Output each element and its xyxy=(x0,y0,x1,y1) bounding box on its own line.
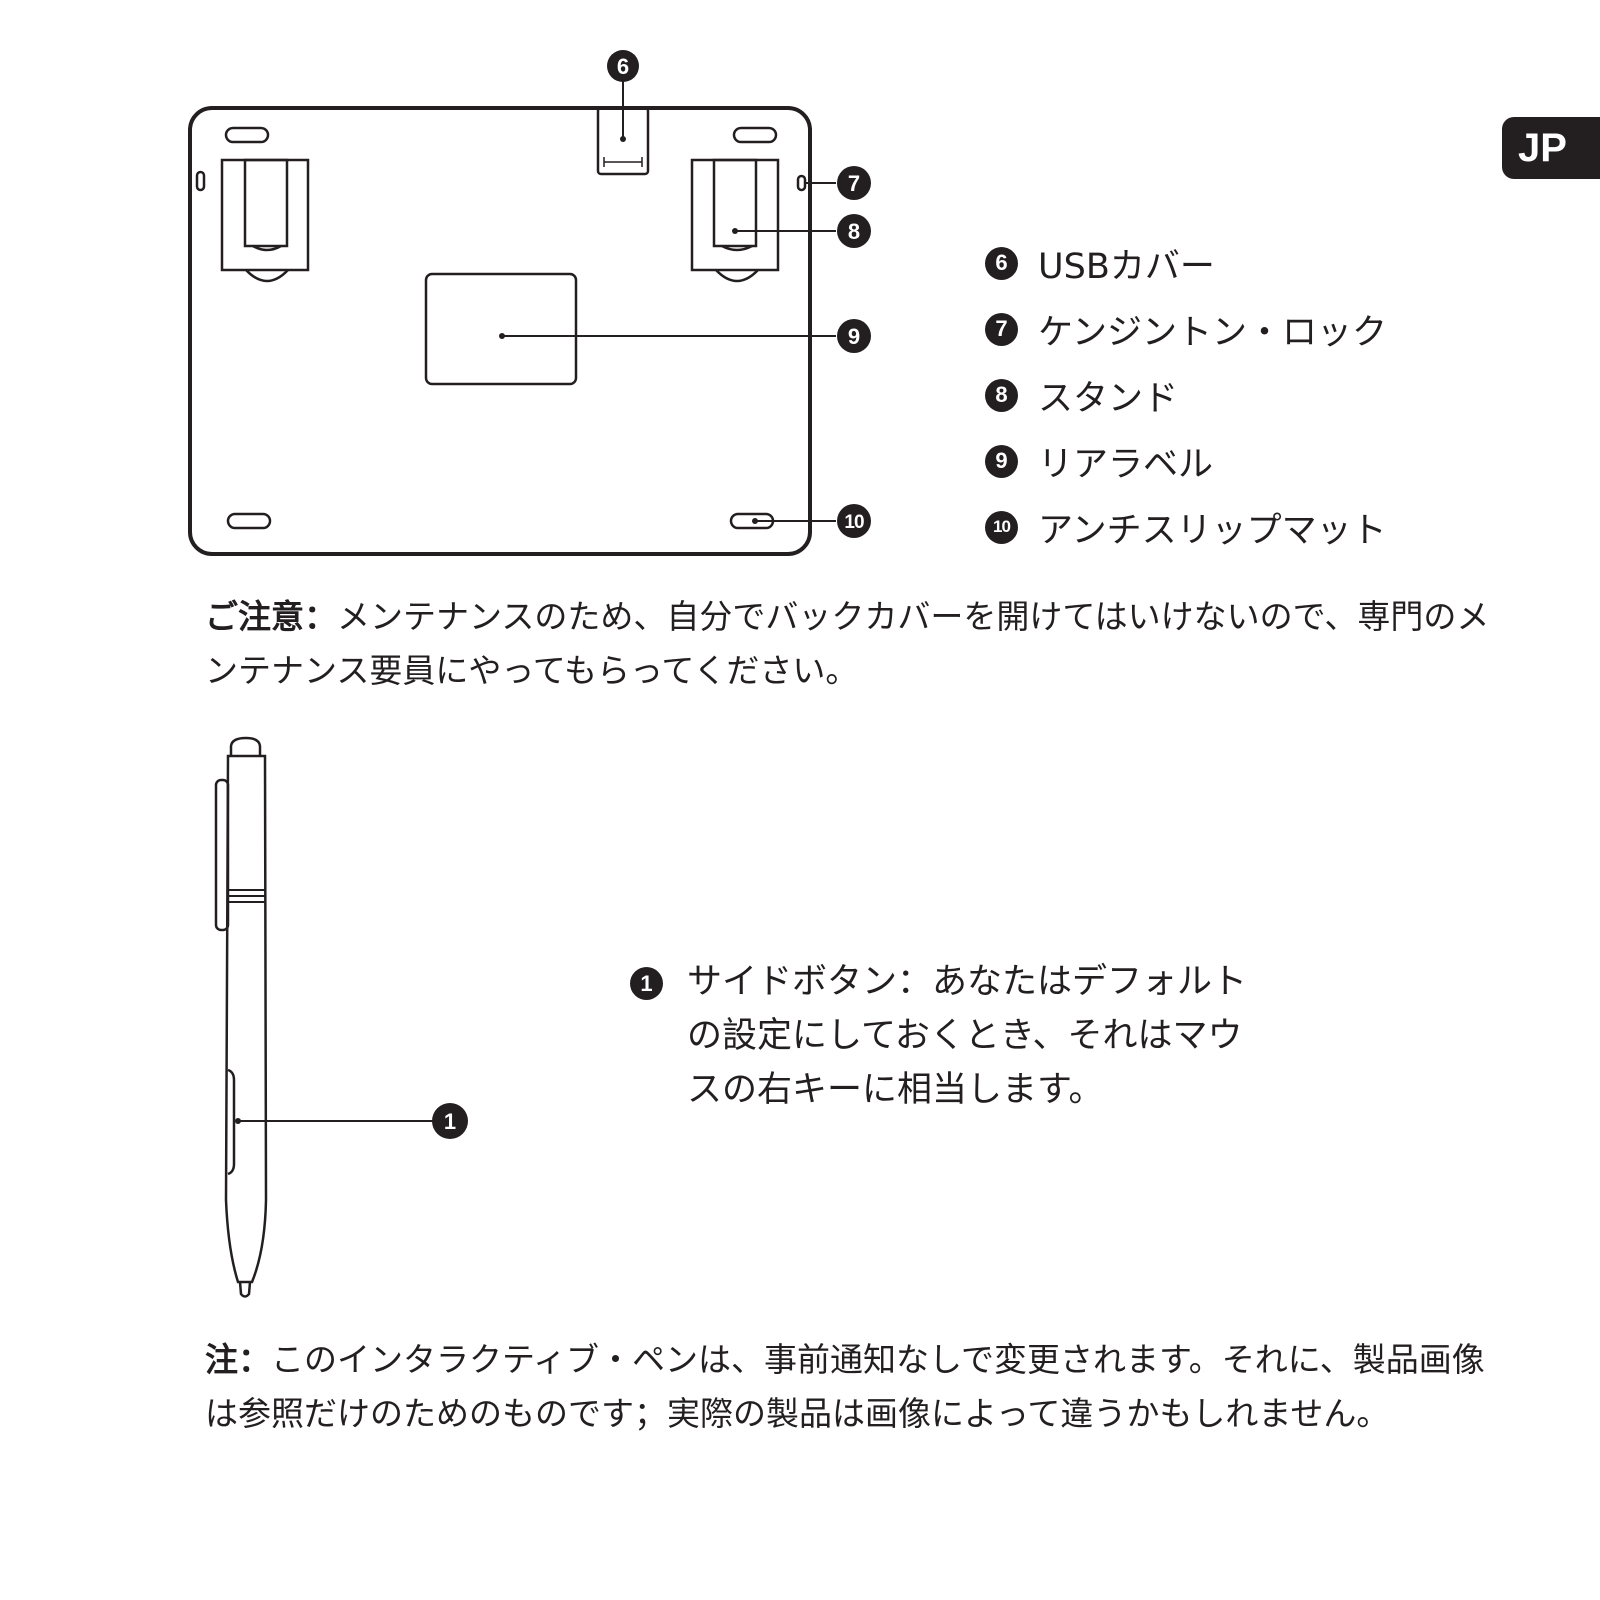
legend-item-stand: 8 スタンド xyxy=(985,362,1387,428)
legend-number: 10 xyxy=(985,510,1018,544)
anti-slip-mat-top-left xyxy=(224,126,270,144)
caution-text: メンテナンスのため、自分でバックカバーを開けてはいけないので、専門のメンテナンス… xyxy=(205,597,1490,690)
stylus-pen xyxy=(214,736,268,1298)
legend-item-rear-label: 9 リアラベル xyxy=(985,428,1387,494)
stand-right xyxy=(690,158,780,283)
legend-item-anti-slip-mat: 10 アンチスリップマット xyxy=(985,494,1387,560)
caution-note: ご注意：メンテナンスのため、自分でバックカバーを開けてはいけないので、専門のメン… xyxy=(205,590,1505,698)
caution-heading: ご注意： xyxy=(205,597,337,636)
language-tab: JP xyxy=(1502,117,1600,179)
legend-number: 6 xyxy=(985,246,1018,280)
callout-1: 1 xyxy=(432,1103,468,1139)
callout-7: 7 xyxy=(837,166,871,200)
stand-left xyxy=(220,158,310,283)
anti-slip-mat-bottom-left xyxy=(226,512,272,530)
pen-cap-top xyxy=(229,736,262,756)
pen-description-text: サイドボタン：あなたはデフォルトの設定にしておくとき、それはマウスの右キーに相当… xyxy=(687,962,1248,1110)
svg-text:10: 10 xyxy=(844,512,864,533)
svg-text:8: 8 xyxy=(848,219,860,244)
note-heading: 注： xyxy=(205,1340,271,1379)
svg-text:9: 9 xyxy=(848,324,860,349)
callout-10: 10 xyxy=(837,504,871,538)
kensington-lock xyxy=(796,174,807,192)
pen-description: 1 サイドボタン：あなたはデフォルトの設定にしておくとき、それはマウスの右キーに… xyxy=(630,955,1267,1117)
legend-number: 9 xyxy=(985,444,1018,478)
pen-tip xyxy=(238,1281,252,1298)
pen-side-button xyxy=(227,1068,236,1176)
legend-label: USBカバー xyxy=(1038,246,1215,287)
product-note: 注：このインタラクティブ・ペンは、事前通知なしで変更されます。それに、製品画像は… xyxy=(205,1333,1505,1441)
callout-6: 6 xyxy=(607,50,639,82)
anti-slip-mat-top-right xyxy=(732,126,778,144)
parts-legend: 6 USBカバー 7 ケンジントン・ロック 8 スタンド 9 リアラベル 10 … xyxy=(985,230,1387,560)
legend-number: 7 xyxy=(985,312,1018,346)
callout-8: 8 xyxy=(837,214,871,248)
legend-label: アンチスリップマット xyxy=(1038,510,1387,551)
pen-callout-number: 1 xyxy=(630,967,663,1000)
legend-number: 8 xyxy=(985,378,1018,412)
svg-text:1: 1 xyxy=(444,1109,456,1134)
tablet-back-body xyxy=(188,106,812,556)
pen-clip xyxy=(214,778,230,932)
legend-label: スタンド xyxy=(1038,378,1179,419)
legend-label: ケンジントン・ロック xyxy=(1038,312,1387,353)
legend-item-kensington-lock: 7 ケンジントン・ロック xyxy=(985,296,1387,362)
svg-text:7: 7 xyxy=(848,171,860,196)
side-slot-left xyxy=(195,170,206,192)
rear-label xyxy=(424,272,578,386)
legend-label: リアラベル xyxy=(1038,444,1214,485)
legend-item-usb-cover: 6 USBカバー xyxy=(985,230,1387,296)
note-text: このインタラクティブ・ペンは、事前通知なしで変更されます。それに、製品画像は参照… xyxy=(205,1340,1485,1433)
svg-text:6: 6 xyxy=(617,54,629,79)
callout-9: 9 xyxy=(837,319,871,353)
pen-body xyxy=(224,754,268,1284)
